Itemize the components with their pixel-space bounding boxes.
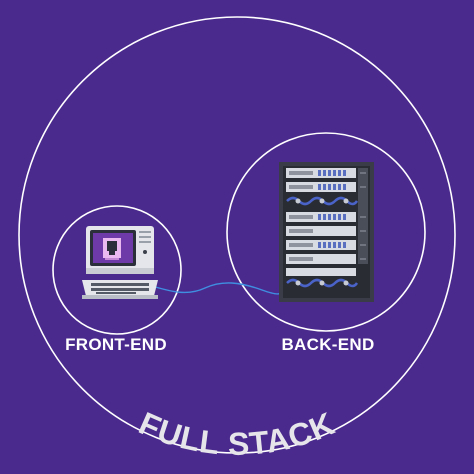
front-end-circle bbox=[52, 205, 182, 335]
full-stack-title: FULL STACK bbox=[134, 405, 340, 462]
back-end-circle bbox=[226, 132, 426, 332]
retro-computer-icon bbox=[82, 226, 158, 299]
server-rack-icon bbox=[279, 162, 374, 302]
back-end-label: BACK-END bbox=[281, 335, 374, 354]
full-stack-circle bbox=[18, 16, 456, 454]
front-end-label: FRONT-END bbox=[65, 335, 167, 354]
network-cable bbox=[151, 282, 289, 295]
full-stack-title-text: FULL STACK bbox=[134, 405, 339, 462]
